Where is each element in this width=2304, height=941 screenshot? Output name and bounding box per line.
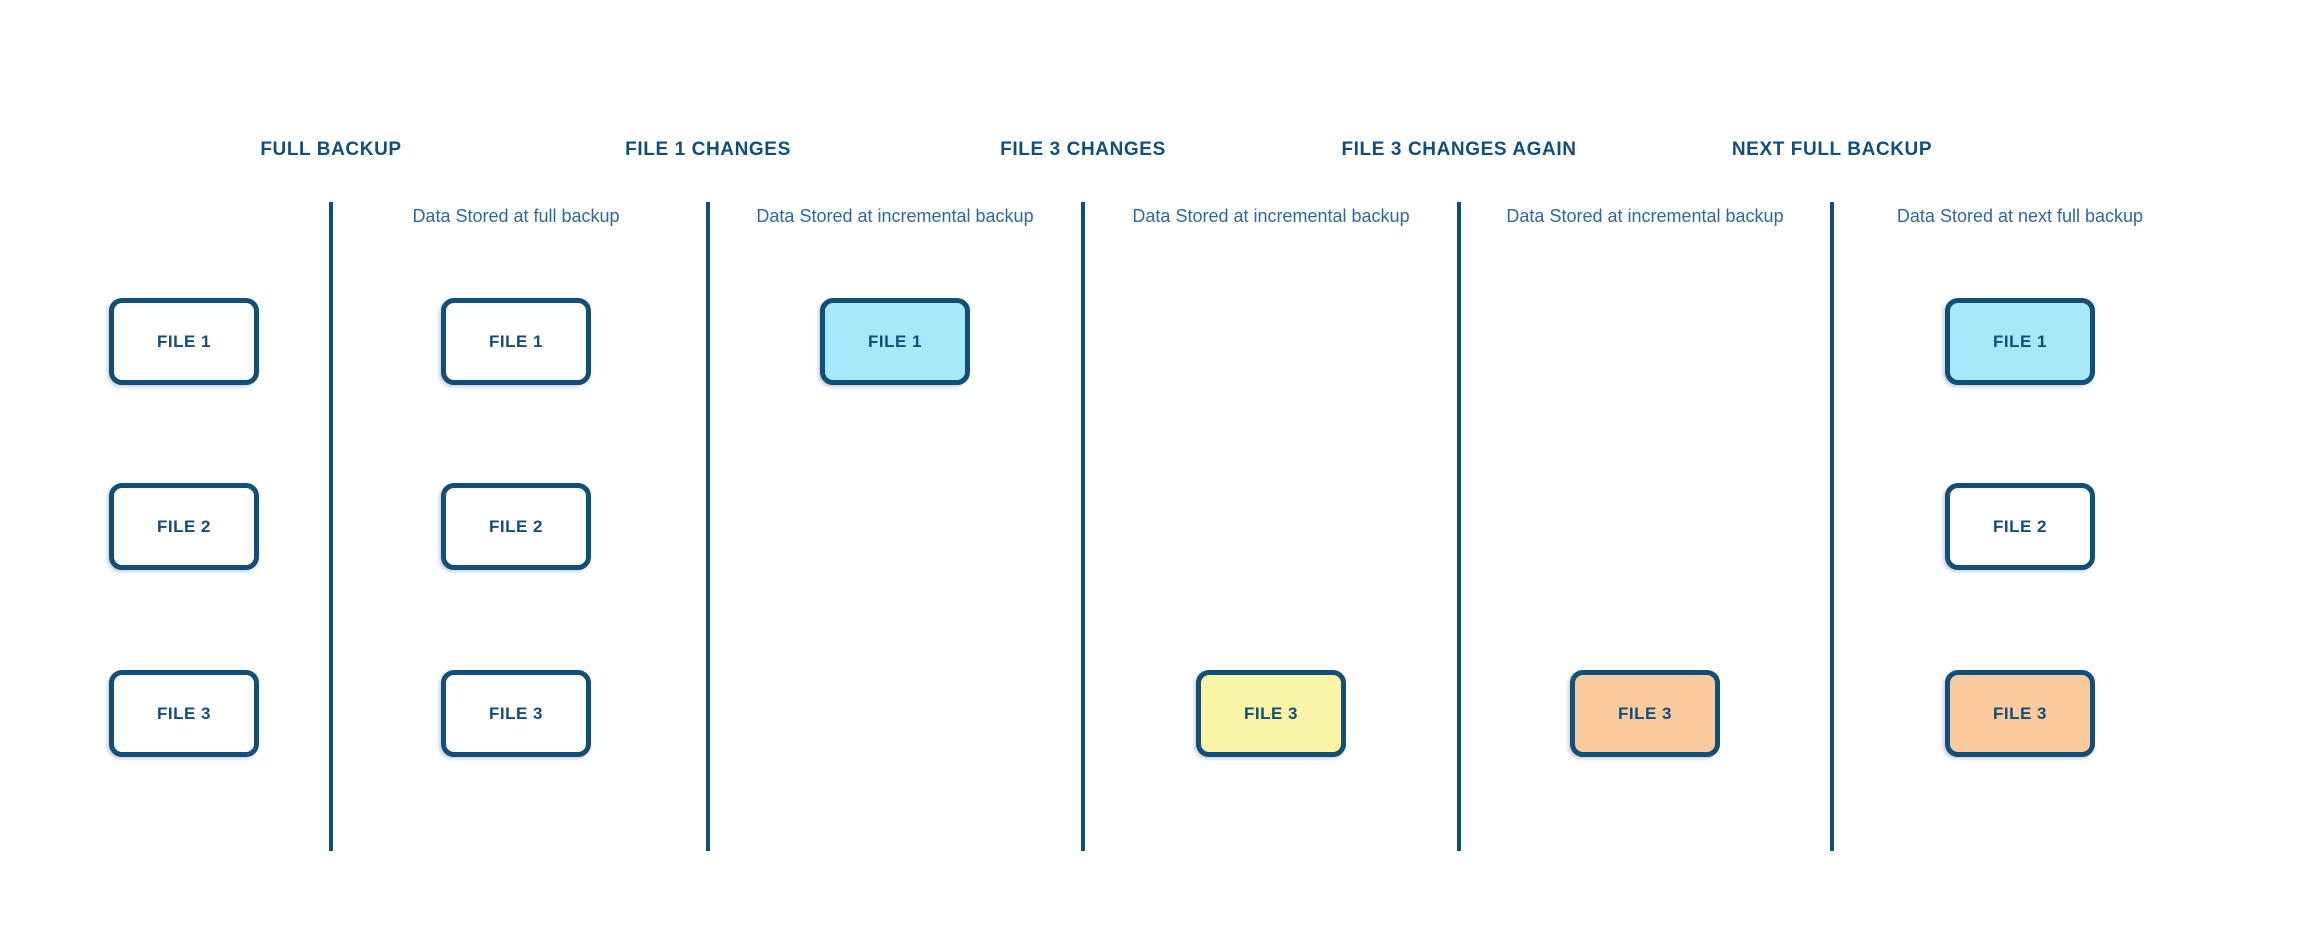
file-box: FILE 3 [109,670,259,757]
stage-divider-5 [1830,202,1834,851]
file-box-label: FILE 1 [156,331,211,351]
sublabel-incremental-3: Data Stored at incremental backup [1506,206,1784,226]
file-box-changed: FILE 1 [820,298,970,385]
stage-header-file-3-changes-again: FILE 3 CHANGES AGAIN [1341,139,1577,160]
stage-header-full-backup: FULL BACKUP [260,139,402,160]
stage-header-file-3-changes: FILE 3 CHANGES [1000,139,1166,160]
file-box: FILE 3 [441,670,591,757]
stage-header-next-full-backup: NEXT FULL BACKUP [1731,139,1933,160]
file-box: FILE 1 [441,298,591,385]
file-box-changed: FILE 3 [1570,670,1720,757]
file-box-label: FILE 1 [867,331,922,351]
file-box-label: FILE 3 [1617,703,1672,723]
stage-divider-2 [706,202,710,851]
file-box-label: FILE 3 [1992,703,2047,723]
file-box-label: FILE 1 [1992,331,2047,351]
file-box-label: FILE 2 [1992,516,2047,536]
stage-header-file-1-changes: FILE 1 CHANGES [625,139,791,160]
sublabel-next-full-backup: Data Stored at next full backup [1896,206,2144,226]
file-box-changed: FILE 1 [1945,298,2095,385]
sublabel-incremental-1: Data Stored at incremental backup [756,206,1034,226]
stage-divider-3 [1081,202,1085,851]
file-box-label: FILE 1 [488,331,543,351]
file-box: FILE 2 [441,483,591,570]
file-box: FILE 2 [109,483,259,570]
file-box-label: FILE 3 [488,703,543,723]
sublabel-incremental-2: Data Stored at incremental backup [1132,206,1410,226]
file-box-changed: FILE 3 [1196,670,1346,757]
file-box-label: FILE 3 [1243,703,1298,723]
sublabel-full-backup: Data Stored at full backup [412,206,620,226]
file-box-changed: FILE 3 [1945,670,2095,757]
file-box-label: FILE 2 [156,516,211,536]
file-box: FILE 2 [1945,483,2095,570]
file-box-label: FILE 3 [156,703,211,723]
stage-divider-4 [1457,202,1461,851]
file-box: FILE 1 [109,298,259,385]
file-box-label: FILE 2 [488,516,543,536]
stage-divider-1 [329,202,333,851]
